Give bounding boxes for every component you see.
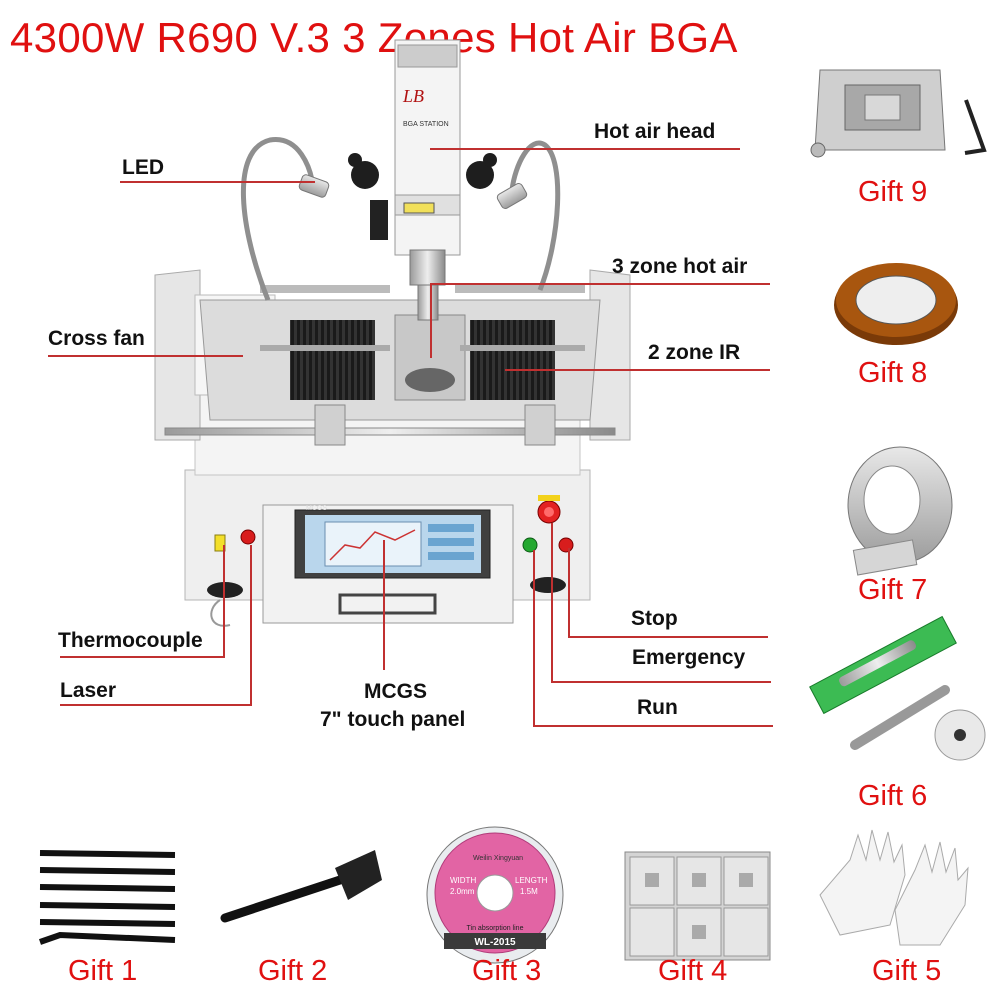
bga-machine [154, 39, 631, 627]
wick-model: WL-2015 [474, 937, 516, 948]
gift-5-label: Gift 5 [872, 955, 942, 987]
leader-3-zone-hot-air-drop [430, 283, 432, 358]
gloves-image [819, 829, 969, 946]
label-hot-air-head: Hot air head [594, 120, 716, 143]
kapton-tape-image [834, 263, 958, 345]
brush-image [220, 850, 382, 923]
label-3-zone-hot-air: 3 zone hot air [612, 255, 748, 278]
leader-stop [568, 636, 768, 638]
label-cross-fan: Cross fan [48, 327, 145, 350]
leader-mcgs [383, 540, 385, 670]
head-logo: LB [402, 86, 424, 106]
label-stop: Stop [631, 607, 678, 630]
gift-6-label: Gift 6 [858, 780, 928, 812]
leader-stop-drop [568, 548, 570, 636]
leader-laser-drop [250, 545, 252, 705]
tweezers-image [39, 850, 176, 945]
panel-brand: MCGS [306, 505, 327, 512]
desoldering-wick-image [426, 826, 564, 964]
leader-led [120, 181, 315, 183]
stencils-image [624, 851, 771, 961]
label-thermocouple: Thermocouple [58, 629, 203, 652]
wick-brand: Weilin Xingyuan [473, 855, 523, 862]
label-laser: Laser [60, 679, 117, 702]
leader-laser [60, 704, 252, 706]
label-2-zone-ir: 2 zone IR [648, 341, 741, 364]
leader-thermocouple-drop [223, 545, 225, 657]
label-mcgs: MCGS [364, 680, 427, 703]
reballing-station-image [810, 69, 987, 158]
gift-4-label: Gift 4 [658, 955, 728, 987]
label-run: Run [637, 696, 678, 719]
page-title: 4300W R690 V.3 3 Zones Hot Air BGA [10, 14, 738, 61]
leader-2-zone-ir [505, 369, 770, 371]
gift-3-label: Gift 3 [472, 955, 542, 987]
gift-8-label: Gift 8 [858, 357, 928, 389]
leader-run [533, 725, 773, 727]
leader-run-drop [533, 550, 535, 725]
leader-emergency [551, 681, 771, 683]
leader-emergency-drop [551, 523, 553, 681]
label-emergency: Emergency [632, 646, 746, 669]
gift-9-label: Gift 9 [858, 176, 928, 208]
label-touch-panel: 7" touch panel [320, 708, 466, 731]
leader-thermocouple [60, 656, 225, 658]
wick-width-label: WIDTH [450, 876, 476, 885]
gift-1-label: Gift 1 [68, 955, 138, 987]
aluminum-tape-image [847, 446, 953, 576]
leader-hot-air-head [430, 148, 740, 150]
gift-7-label: Gift 7 [858, 574, 928, 606]
vacuum-pen-image [809, 615, 986, 761]
wick-width-value: 2.0mm [450, 887, 475, 896]
gift-2-label: Gift 2 [258, 955, 328, 987]
leader-cross-fan [48, 355, 243, 357]
wick-length-value: 1.5M [520, 887, 538, 896]
head-text: BGA STATION [403, 121, 449, 128]
label-led: LED [122, 156, 164, 179]
wick-subtitle: Tin absorption line [467, 925, 524, 932]
wick-length-label: LENGTH [515, 876, 548, 885]
leader-3-zone-hot-air [430, 283, 770, 285]
